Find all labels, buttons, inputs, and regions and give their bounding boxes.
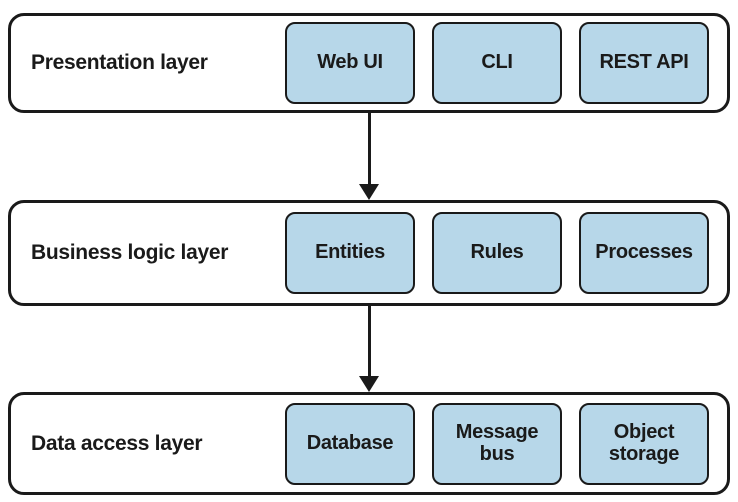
layer-presentation-boxes: Web UI CLI REST API — [285, 16, 709, 110]
layer-presentation: Presentation layer Web UI CLI REST API — [8, 13, 730, 113]
arrow-head — [359, 184, 379, 200]
component-box-label: Database — [306, 431, 394, 454]
layer-data-access: Data access layer Database Message bus O… — [8, 392, 730, 495]
component-box-label: Processes — [595, 241, 693, 264]
component-box-processes: Processes — [579, 212, 709, 294]
arrow-line — [367, 113, 371, 184]
arrow-line — [367, 306, 371, 376]
component-box-cli: CLI — [432, 22, 562, 104]
component-box-label: Message bus — [455, 420, 539, 465]
arrow-head — [359, 376, 379, 392]
component-box-web-ui: Web UI — [285, 22, 415, 104]
down-arrow-icon — [359, 306, 379, 392]
component-box-rules: Rules — [432, 212, 562, 294]
layer-business-logic-boxes: Entities Rules Processes — [285, 203, 709, 303]
component-box-database: Database — [285, 402, 415, 485]
layer-presentation-label: Presentation layer — [31, 51, 208, 74]
component-box-object-storage: Object storage — [579, 402, 709, 485]
layer-business-logic: Business logic layer Entities Rules Proc… — [8, 200, 730, 306]
component-box-label: Object storage — [608, 420, 680, 465]
component-box-label: Web UI — [317, 51, 383, 74]
component-box-label: REST API — [599, 51, 689, 74]
layer-data-access-boxes: Database Message bus Object storage — [285, 395, 709, 492]
component-box-label: Rules — [470, 241, 524, 264]
component-box-entities: Entities — [285, 212, 415, 294]
component-box-label: CLI — [481, 51, 513, 74]
component-box-label: Entities — [315, 241, 385, 264]
component-box-message-bus: Message bus — [432, 402, 562, 485]
layer-data-access-label: Data access layer — [31, 431, 203, 455]
layer-business-logic-label: Business logic layer — [31, 241, 229, 264]
component-box-rest-api: REST API — [579, 22, 709, 104]
down-arrow-icon — [359, 113, 379, 200]
